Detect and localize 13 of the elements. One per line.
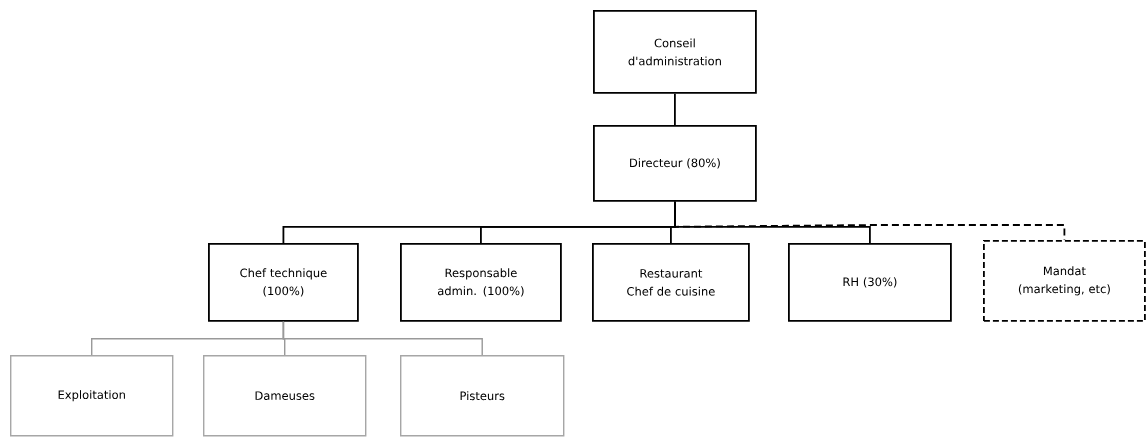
org-box: Responsable admin. (100%) (400, 243, 562, 322)
org-box: Directeur (80%) (593, 125, 757, 202)
org-box: Conseil d'administration (593, 10, 757, 94)
org-box: Exploitation (10, 355, 174, 437)
org-box: RH (30%) (788, 243, 952, 322)
org-box: Dameuses (203, 355, 367, 437)
connector-line (674, 92, 676, 126)
org-box: Pisteurs (400, 355, 565, 437)
org-box: Mandat (marketing, etc) (983, 240, 1146, 322)
connector-line (282, 321, 483, 356)
org-box: Restaurant Chef de cuisine (592, 243, 750, 322)
connector-line (674, 200, 1066, 241)
org-box: Chef technique (100%) (208, 243, 359, 322)
